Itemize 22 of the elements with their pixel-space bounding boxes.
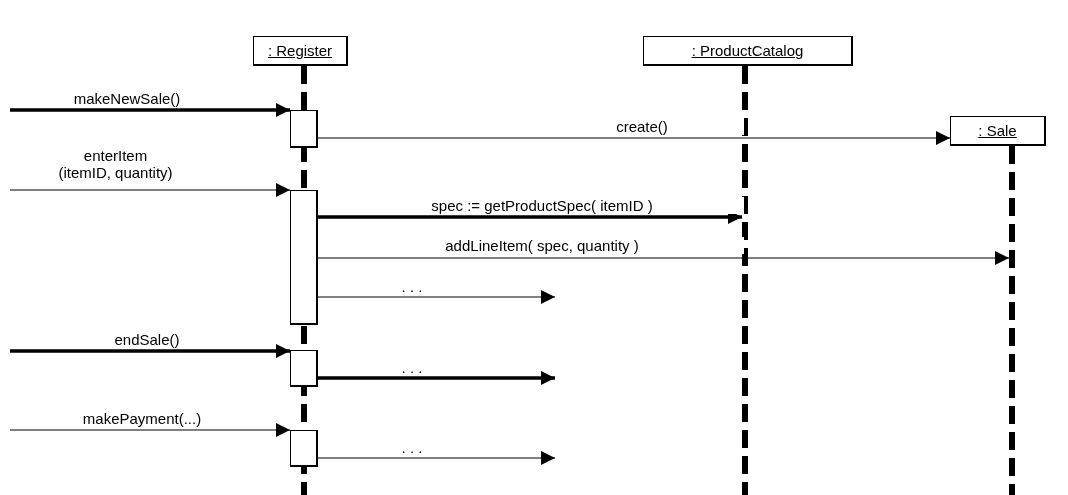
- message-arrow: [317, 131, 951, 145]
- object-name: : Register: [267, 42, 333, 59]
- object-box: [950, 116, 1046, 146]
- message-arrow: [318, 371, 555, 385]
- lifeline: [1009, 146, 1015, 495]
- object-box: [253, 36, 348, 66]
- message-arrow: [317, 451, 556, 465]
- lifeline: [290, 66, 318, 495]
- message-arrow: [9, 423, 291, 437]
- lifeline: [742, 66, 748, 495]
- message-arrow: [10, 103, 290, 117]
- message-arrow: [317, 290, 556, 304]
- message-arrow: [10, 344, 290, 358]
- object-name: : ProductCatalog: [691, 42, 804, 59]
- object-name: : Sale: [978, 122, 1017, 139]
- message-arrow: [9, 183, 291, 197]
- activation-bar: [290, 110, 318, 148]
- object-box: [643, 36, 853, 66]
- activation-bar: [290, 190, 318, 325]
- message-arrow: [317, 251, 1010, 265]
- activation-bar: [290, 430, 318, 467]
- activation-bar: [290, 350, 318, 387]
